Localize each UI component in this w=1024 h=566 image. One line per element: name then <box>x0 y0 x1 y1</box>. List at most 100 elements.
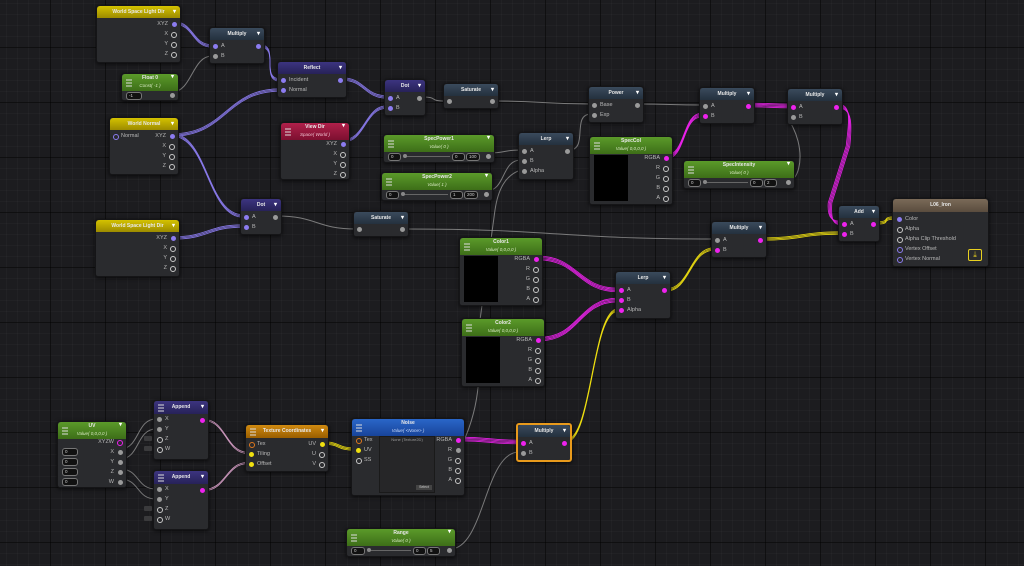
input-port-uv[interactable] <box>356 448 361 453</box>
output-port-rgba[interactable] <box>664 156 669 161</box>
input-port-tex[interactable] <box>356 438 362 444</box>
node-header[interactable]: World Normal▾ <box>110 118 178 130</box>
output-port[interactable] <box>338 78 343 83</box>
node-master-output[interactable]: L06_Iron Color Alpha Alpha Clip Threshol… <box>892 198 989 267</box>
output-port-g[interactable] <box>455 458 461 464</box>
input-port[interactable] <box>447 99 452 104</box>
node-header[interactable]: Add▾ <box>839 206 879 218</box>
input-port-a[interactable] <box>522 149 527 154</box>
output-port[interactable] <box>417 96 422 101</box>
input-port-vertex-normal[interactable] <box>897 257 903 263</box>
menu-icon[interactable] <box>688 166 694 173</box>
output-port-y[interactable] <box>169 154 175 160</box>
output-port[interactable] <box>200 418 205 423</box>
output-port[interactable] <box>490 99 495 104</box>
output-port-w[interactable] <box>118 480 123 485</box>
node-lerp-2[interactable]: Lerp▾ A B Alpha <box>615 271 671 319</box>
input-port-exp[interactable] <box>592 113 597 118</box>
node-lerp-1[interactable]: Lerp▾ A B Alpha <box>518 132 574 180</box>
input-port-alpha[interactable] <box>522 169 527 174</box>
input-port-alpha-clip[interactable] <box>897 237 903 243</box>
output-port-rgba[interactable] <box>534 257 539 262</box>
input-port-b[interactable] <box>842 232 847 237</box>
max-field[interactable]: 100 <box>466 153 480 161</box>
output-port-a[interactable] <box>663 196 669 202</box>
node-multiply-5[interactable]: Multiply▾ A B <box>516 423 572 462</box>
dropdown-icon[interactable]: ▾ <box>662 275 666 281</box>
node-header[interactable]: Multiply▾ <box>788 89 842 101</box>
output-port[interactable] <box>786 180 791 185</box>
dropdown-icon[interactable]: ▾ <box>118 422 122 428</box>
menu-icon[interactable] <box>62 427 68 434</box>
value-field[interactable]: -1 <box>126 92 142 100</box>
menu-icon[interactable] <box>386 178 392 185</box>
output-port-rgba[interactable] <box>536 338 541 343</box>
input-port-b[interactable] <box>715 248 720 253</box>
dropdown-icon[interactable]: ▾ <box>562 428 566 434</box>
node-header[interactable]: Reflect▾ <box>278 62 346 74</box>
output-port-x[interactable] <box>169 144 175 150</box>
node-multiply-3[interactable]: Multiply▾ A B <box>787 88 843 125</box>
input-port-a[interactable] <box>619 288 624 293</box>
value-slider[interactable] <box>703 180 748 184</box>
output-port[interactable] <box>758 238 763 243</box>
output-port[interactable] <box>170 93 175 98</box>
node-header[interactable]: Lerp▾ <box>519 133 573 145</box>
input-port-z[interactable] <box>157 437 163 443</box>
dropdown-icon[interactable]: ▾ <box>417 83 421 89</box>
output-port[interactable] <box>565 149 570 154</box>
dropdown-icon[interactable]: ▾ <box>490 87 494 93</box>
default-value-tag[interactable] <box>144 506 152 511</box>
dropdown-icon[interactable]: ▾ <box>200 404 204 410</box>
menu-icon[interactable] <box>464 243 470 250</box>
z-field[interactable]: 0 <box>62 468 78 476</box>
dropdown-icon[interactable]: ▾ <box>635 90 639 96</box>
input-port-b[interactable] <box>703 114 708 119</box>
output-port-b[interactable] <box>663 186 669 192</box>
node-append-1[interactable]: Append▾ X Y Z W <box>153 400 209 460</box>
output-port-xyzw[interactable] <box>117 440 123 446</box>
dropdown-icon[interactable]: ▾ <box>746 91 750 97</box>
output-port[interactable] <box>484 192 489 197</box>
input-port-x[interactable] <box>157 417 162 422</box>
output-port-x[interactable] <box>340 152 346 158</box>
menu-icon[interactable] <box>250 428 256 435</box>
output-port-r[interactable] <box>533 267 539 273</box>
node-multiply-4[interactable]: Multiply▾ A B <box>711 221 767 258</box>
input-port-b[interactable] <box>521 451 526 456</box>
input-port-offset[interactable] <box>249 462 254 467</box>
output-port-x[interactable] <box>170 246 176 252</box>
value-field[interactable]: 0 <box>452 153 465 161</box>
output-port-g[interactable] <box>663 176 669 182</box>
output-port-xyz[interactable] <box>172 22 177 27</box>
min-field[interactable]: 0 <box>386 191 399 199</box>
output-port-g[interactable] <box>533 277 539 283</box>
node-header[interactable]: L06_Iron <box>893 199 988 212</box>
input-port-ss[interactable] <box>356 458 362 464</box>
input-port-a[interactable] <box>703 104 708 109</box>
node-world-space-light-dir-1[interactable]: World Space Light Dir▾ XYZ X Y Z <box>96 5 181 63</box>
output-port[interactable] <box>486 154 491 159</box>
default-value-tag[interactable] <box>144 436 152 441</box>
input-port-vertex-offset[interactable] <box>897 247 903 253</box>
output-port-b[interactable] <box>533 287 539 293</box>
input-port-a[interactable] <box>791 105 796 110</box>
node-header[interactable]: Texture Coordinates▾ <box>246 425 328 438</box>
output-port-xyz[interactable] <box>171 236 176 241</box>
dropdown-icon[interactable]: ▾ <box>172 9 176 15</box>
menu-icon[interactable] <box>388 140 394 147</box>
texture-preview[interactable]: None (Texture2D)Select <box>379 436 435 493</box>
input-port[interactable] <box>357 227 362 232</box>
w-field[interactable]: 0 <box>62 478 78 486</box>
dropdown-icon[interactable]: ▾ <box>834 92 838 98</box>
dropdown-icon[interactable]: ▾ <box>171 223 175 229</box>
default-value-tag[interactable] <box>144 516 152 521</box>
